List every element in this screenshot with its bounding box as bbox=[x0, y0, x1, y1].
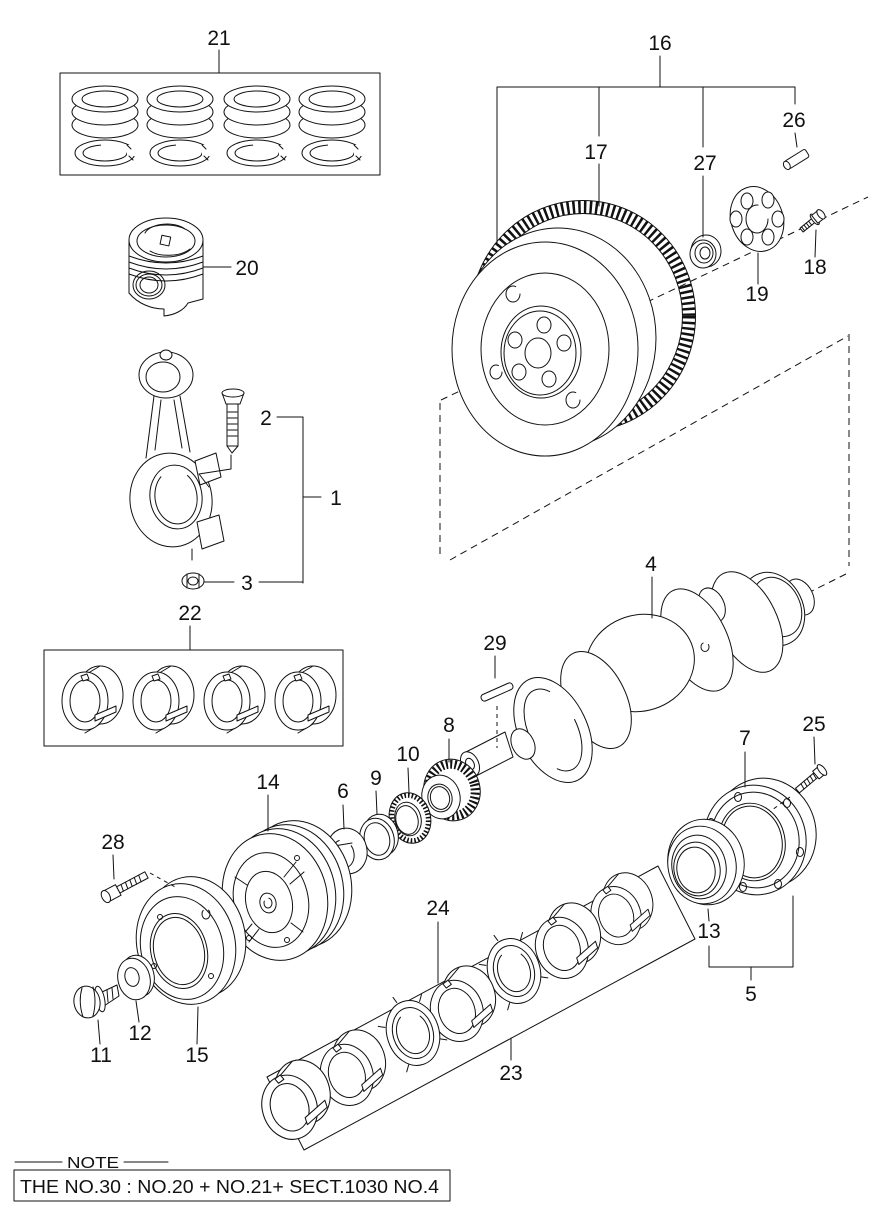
oil-seal-13 bbox=[667, 818, 745, 906]
toothed-ring-10 bbox=[388, 792, 432, 844]
callout-5: 5 bbox=[745, 983, 757, 1006]
washer-12 bbox=[117, 954, 155, 1001]
dowel-pin-26 bbox=[782, 149, 810, 170]
callout-27: 27 bbox=[693, 152, 716, 175]
callout-7: 7 bbox=[739, 727, 751, 750]
note-box bbox=[13, 1169, 451, 1202]
piston-ring-set bbox=[146, 85, 217, 167]
connecting-rod bbox=[129, 349, 225, 561]
callout-1: 1 bbox=[330, 487, 342, 510]
rod-bearing bbox=[61, 665, 124, 734]
pulley-15 bbox=[135, 876, 247, 1005]
callout-18: 18 bbox=[803, 256, 826, 279]
rod-bearing bbox=[274, 665, 337, 734]
callout-29: 29 bbox=[483, 632, 506, 655]
callout-14: 14 bbox=[256, 771, 280, 794]
piston-ring-set bbox=[298, 85, 369, 167]
crank-gear-8 bbox=[421, 758, 481, 822]
rod-bearing bbox=[203, 665, 266, 734]
callout-16: 16 bbox=[648, 32, 671, 55]
rod-nut-3 bbox=[181, 572, 205, 590]
callout-11: 11 bbox=[90, 1044, 112, 1067]
crankshaft bbox=[459, 571, 815, 783]
bolt-28 bbox=[100, 871, 178, 904]
main-bearing-strip bbox=[249, 865, 696, 1151]
note-text: THE NO.30 : NO.20 + NO.21+ SECT.1030 NO.… bbox=[20, 1177, 439, 1197]
callout-19: 19 bbox=[745, 283, 768, 306]
callout-25: 25 bbox=[802, 713, 825, 736]
leader-lines bbox=[97, 49, 817, 1061]
ring-9 bbox=[359, 813, 399, 861]
pulley-bolt-11 bbox=[73, 984, 120, 1019]
piston bbox=[128, 217, 204, 317]
callout-15: 15 bbox=[185, 1044, 208, 1067]
note-title: NOTE bbox=[67, 1155, 119, 1172]
woodruff-key-29 bbox=[480, 682, 514, 748]
callout-labels: 21 20 2 1 3 22 16 17 27 26 19 18 4 29 8 … bbox=[90, 27, 827, 1085]
callout-22: 22 bbox=[178, 602, 201, 625]
pilot-bearing-27 bbox=[689, 234, 722, 269]
callout-8: 8 bbox=[443, 714, 455, 737]
rod-bolt-2 bbox=[198, 388, 245, 488]
rod-bearing-box bbox=[43, 649, 344, 747]
callout-13: 13 bbox=[697, 920, 720, 943]
gear-teeth-band bbox=[424, 759, 480, 821]
note-block: NOTE THE NO.30 : NO.20 + NO.21+ SECT.103… bbox=[13, 1155, 451, 1202]
bolt-18 bbox=[799, 209, 826, 233]
callout-3: 3 bbox=[241, 572, 253, 595]
callout-6: 6 bbox=[337, 780, 349, 803]
callout-12: 12 bbox=[128, 1022, 151, 1045]
piston-ring-set-box bbox=[59, 72, 381, 176]
ring-teeth-band bbox=[389, 792, 431, 844]
flywheel bbox=[451, 227, 657, 457]
piston-ring-set bbox=[223, 85, 294, 167]
callout-28: 28 bbox=[101, 831, 124, 854]
callout-9: 9 bbox=[370, 767, 382, 790]
callout-2: 2 bbox=[260, 407, 272, 430]
callout-17: 17 bbox=[584, 141, 607, 164]
callout-10: 10 bbox=[396, 743, 419, 766]
callout-4: 4 bbox=[645, 553, 657, 576]
bolt-25 bbox=[771, 764, 828, 811]
rod-bearing bbox=[132, 665, 195, 734]
callout-21: 21 bbox=[207, 27, 230, 50]
callout-23: 23 bbox=[499, 1062, 522, 1085]
callout-24: 24 bbox=[426, 897, 450, 920]
crank-pulley-14 bbox=[221, 820, 353, 961]
piston-ring-set bbox=[71, 85, 142, 167]
callout-20: 20 bbox=[235, 257, 258, 280]
callout-26: 26 bbox=[782, 109, 805, 132]
adapter-plate-19 bbox=[729, 186, 785, 252]
